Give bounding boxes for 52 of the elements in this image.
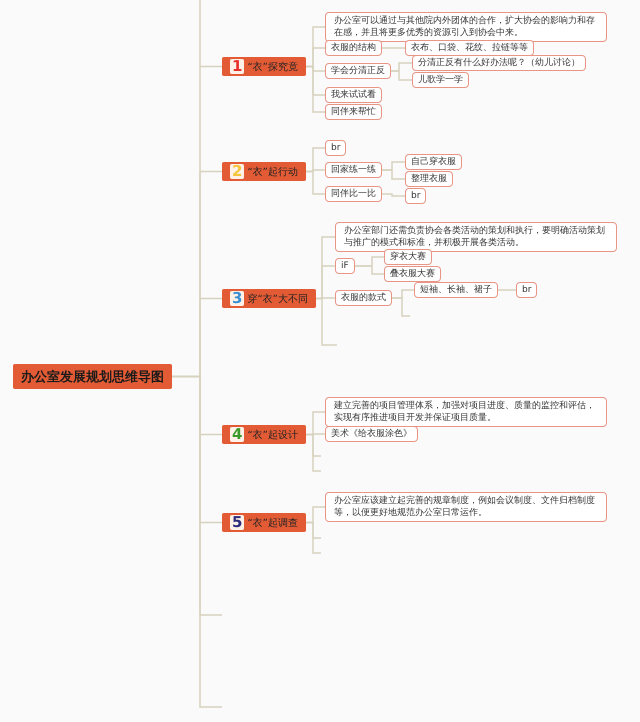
subtopic-box: 建立完善的项目管理体系，加强对项目进度、质量的监控和评估，实现有序推进项目开发并保证项目质量。 xyxy=(325,397,607,427)
connector-line xyxy=(382,169,405,180)
branch-stub-line xyxy=(316,298,337,346)
subtopic-box: 学会分清正反 xyxy=(325,63,391,79)
subtopic-box: 办公室部门还需负责协会各类活动的策划和执行，要明确活动策划与推广的模式和标准，并积极开展各类活动。 xyxy=(335,222,617,252)
subtopic-box: 美术《给衣服涂色》 xyxy=(325,426,418,442)
connector-line xyxy=(498,289,516,291)
topic-number: 1 xyxy=(230,59,244,74)
connector-line xyxy=(382,193,405,197)
branch-stub-line xyxy=(392,297,410,317)
subtopic-box: 衣服的结构 xyxy=(325,40,382,56)
topic-title: “衣”探究竟 xyxy=(247,60,298,74)
subtopic-box: 短袖、长袖、裙子 xyxy=(414,282,498,298)
subtopic-box: 分清正反有什么好办法呢？（幼儿讨论） xyxy=(412,55,586,71)
topic-box xyxy=(222,425,306,444)
subtopic-box: br xyxy=(516,282,538,298)
central-topic-box: 办公室发展规划思维导图 xyxy=(13,364,172,389)
topic-title: “衣”起调查 xyxy=(247,516,298,530)
connector-line xyxy=(306,66,325,113)
topic-box xyxy=(222,162,306,181)
subtopic-box: 办公室可以通过与其他院内外团体的合作，扩大协会的影响力和存在感，并且将更多优秀的资源引入到协会中来。 xyxy=(325,12,607,42)
subtopic-box: 同伴比一比 xyxy=(325,186,382,202)
topic-title: 穿“衣”大不同 xyxy=(247,292,308,306)
subtopic-box: 衣服的款式 xyxy=(335,290,392,306)
subtopic-box: 我来试试看 xyxy=(325,87,382,103)
branch-stub-line xyxy=(172,376,222,708)
subtopic-box: br xyxy=(325,140,346,156)
subtopic-box: 同伴来帮忙 xyxy=(325,104,382,120)
subtopic-box: 自己穿衣服 xyxy=(405,154,462,170)
topic-number: 3 xyxy=(230,291,244,306)
topic-box xyxy=(222,513,306,532)
subtopic-box: 办公室应该建立起完善的规章制度，例如会议制度、文件归档制度等，以便更好地规范办公室日常运作。 xyxy=(325,492,607,522)
topic-number: 4 xyxy=(230,427,244,442)
topic-number: 5 xyxy=(230,515,244,530)
topic-title: “衣”起设计 xyxy=(247,428,298,442)
connector-line xyxy=(306,170,325,195)
subtopic-box: 整理衣服 xyxy=(405,171,453,187)
subtopic-box: 穿衣大赛 xyxy=(384,249,432,265)
subtopic-box: 儿歌学一学 xyxy=(412,72,469,88)
subtopic-box: br xyxy=(405,188,426,204)
topic-title: “衣”起行动 xyxy=(247,166,298,178)
branch-stub-line xyxy=(306,522,321,554)
topic-box xyxy=(222,289,316,308)
subtopic-box: 衣布、口袋、花纹、拉链等等 xyxy=(405,40,534,56)
subtopic-box: 回家练一练 xyxy=(325,162,382,178)
connector-line xyxy=(355,265,384,275)
topic-box xyxy=(222,57,306,76)
topic-number: 2 xyxy=(230,164,244,179)
connector-line xyxy=(382,47,405,49)
connector-line xyxy=(391,70,412,81)
subtopic-box: 叠衣服大赛 xyxy=(384,266,441,282)
subtopic-box: iF xyxy=(335,258,355,274)
